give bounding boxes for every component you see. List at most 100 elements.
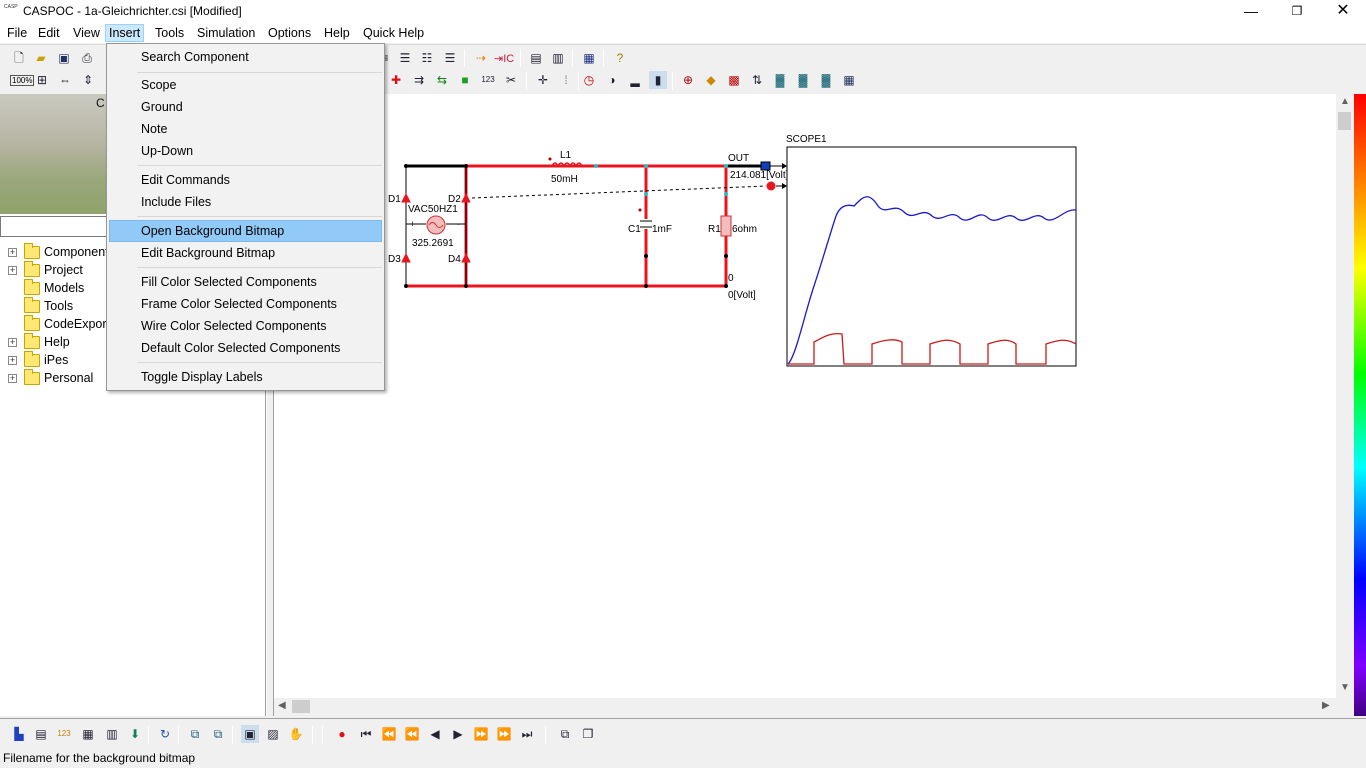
chip-3-icon[interactable]: ▓: [821, 73, 831, 87]
block-icon[interactable]: ■: [461, 73, 469, 87]
menu-options[interactable]: Options: [268, 26, 312, 40]
counter-icon[interactable]: 123: [481, 75, 495, 84]
record-icon[interactable]: ●: [338, 727, 346, 741]
fast-forward-icon[interactable]: ⏩: [496, 727, 512, 741]
sort-icon[interactable]: ⇅: [751, 73, 763, 87]
node-icon[interactable]: ✚: [390, 73, 402, 87]
skip-end-icon[interactable]: ⏭: [521, 727, 533, 741]
meter-icon[interactable]: ◑: [608, 73, 616, 87]
schematic-canvas[interactable]: + - L1: [274, 94, 1336, 698]
export-icon[interactable]: ▥: [552, 51, 564, 65]
diode-d2[interactable]: [461, 192, 471, 203]
menu-item-note[interactable]: Note: [141, 122, 168, 136]
folder-image-icon[interactable]: ▨: [267, 727, 279, 741]
step-back-icon[interactable]: ◀: [430, 727, 440, 741]
save-icon[interactable]: ▣: [58, 51, 70, 65]
menu-item-fill-color[interactable]: Fill Color Selected Components: [141, 275, 317, 289]
crosshair-icon[interactable]: ✛: [537, 73, 549, 87]
grid-icon[interactable]: ▦: [583, 51, 595, 65]
new-file-icon[interactable]: 🗋: [14, 51, 24, 65]
windows-icon[interactable]: ❐: [582, 727, 594, 741]
menu-item-scope[interactable]: Scope: [141, 78, 177, 92]
horizontal-scrollbar[interactable]: ◀ ▶: [274, 698, 1336, 715]
app-icon[interactable]: CASPOC: [4, 4, 18, 10]
diode-d3[interactable]: [401, 252, 411, 263]
print-icon[interactable]: ⎙: [82, 51, 92, 65]
refresh-icon[interactable]: ↻: [159, 727, 171, 741]
menu-item-frame-color[interactable]: Frame Color Selected Components: [141, 297, 337, 311]
level-icon[interactable]: ▮: [649, 71, 667, 89]
list-sort-icon[interactable]: ☰: [444, 51, 456, 65]
paste-icon[interactable]: ⧉: [213, 727, 223, 741]
vertical-scrollbar[interactable]: ▲ ▼: [1336, 94, 1353, 698]
chip-icon[interactable]: ▥: [106, 727, 118, 741]
minimize-button[interactable]: —: [1244, 3, 1258, 19]
out-probe[interactable]: [760, 161, 771, 171]
chip-icon[interactable]: ▓: [775, 73, 785, 87]
bitmap-icon[interactable]: ▣: [241, 725, 259, 743]
expand-icon[interactable]: +: [8, 265, 17, 275]
menu-simulation[interactable]: Simulation: [197, 26, 256, 40]
chip-2-icon[interactable]: ▓: [798, 73, 808, 87]
menu-item-edit-commands[interactable]: Edit Commands: [141, 173, 230, 187]
maximize-button[interactable]: ❐: [1291, 4, 1303, 18]
zoom-height-icon[interactable]: ⇕: [82, 73, 94, 87]
menu-item-default-color[interactable]: Default Color Selected Components: [141, 341, 341, 355]
inductor-l1[interactable]: [551, 162, 583, 168]
initial-condition-button[interactable]: ⇥IC: [494, 53, 515, 65]
current-probe[interactable]: [766, 181, 776, 191]
menu-item-edit-background-bitmap[interactable]: Edit Background Bitmap: [141, 246, 276, 260]
matrix-icon[interactable]: ▦: [82, 727, 94, 741]
clock-icon[interactable]: ◷: [583, 73, 595, 87]
menu-item-search-component[interactable]: Search Component: [141, 50, 249, 64]
scope-window[interactable]: [786, 146, 1077, 367]
menu-insert[interactable]: Insert: [105, 24, 145, 42]
menu-file[interactable]: File: [7, 26, 28, 40]
expand-icon[interactable]: +: [8, 247, 17, 257]
menu-help[interactable]: Help: [324, 26, 350, 40]
download-icon[interactable]: ⬇: [129, 727, 141, 741]
component-icon[interactable]: ◆: [706, 73, 716, 87]
copy-icon[interactable]: ⧉: [190, 727, 200, 741]
menu-item-open-background-bitmap[interactable]: Open Background Bitmap: [109, 220, 382, 242]
menu-quick-help[interactable]: Quick Help: [363, 26, 425, 40]
connect-arrow-icon[interactable]: ⇆: [436, 73, 448, 87]
schematic-drawing[interactable]: + - L1: [274, 94, 1336, 698]
capacitor-c1[interactable]: [639, 219, 653, 229]
component-search-input[interactable]: [0, 216, 108, 237]
document-icon[interactable]: ▤: [35, 727, 47, 741]
bars-icon[interactable]: ▂: [630, 73, 640, 87]
expand-icon[interactable]: +: [8, 337, 17, 347]
resistor-r1[interactable]: [720, 215, 732, 237]
table-icon[interactable]: ▦: [843, 73, 855, 87]
wire-arrow-icon[interactable]: ⇉: [413, 73, 425, 87]
menu-item-include-files[interactable]: Include Files: [141, 195, 212, 209]
diode-d4[interactable]: [461, 252, 471, 263]
menu-item-up-down[interactable]: Up-Down: [141, 144, 194, 158]
zoom-100-button[interactable]: 100%: [10, 75, 35, 86]
menu-view[interactable]: View: [73, 26, 100, 40]
horizontal-scroll-thumb[interactable]: [292, 700, 310, 713]
menu-edit[interactable]: Edit: [38, 26, 60, 40]
arrow-right-icon[interactable]: ⇢: [475, 51, 487, 65]
report-icon[interactable]: ▤: [530, 51, 542, 65]
zoom-width-icon[interactable]: ⇔: [59, 73, 71, 87]
forward-icon[interactable]: ⏩: [473, 727, 489, 741]
play-icon[interactable]: ▶: [453, 727, 463, 741]
menu-item-toggle-display-labels[interactable]: Toggle Display Labels: [141, 370, 263, 384]
skip-start-icon[interactable]: ⏮: [360, 727, 372, 741]
window-icon[interactable]: ⧉: [560, 727, 570, 741]
close-button[interactable]: ✕: [1336, 2, 1350, 19]
expand-icon[interactable]: +: [8, 355, 17, 365]
tools-icon[interactable]: ✂: [505, 73, 517, 87]
scroll-left-icon[interactable]: ◀: [278, 700, 286, 711]
counter-icon[interactable]: 123: [57, 729, 71, 738]
rewind-icon[interactable]: ⏪: [404, 727, 420, 741]
menu-tools[interactable]: Tools: [155, 26, 185, 40]
list-indent-icon[interactable]: ☷: [421, 51, 433, 65]
component-2-icon[interactable]: ▩: [728, 73, 740, 87]
components-icon[interactable]: ▙: [14, 727, 24, 741]
menu-item-wire-color[interactable]: Wire Color Selected Components: [141, 319, 327, 333]
dots-grid-icon[interactable]: ⁞: [564, 73, 568, 87]
panel-splitter[interactable]: [266, 94, 274, 716]
